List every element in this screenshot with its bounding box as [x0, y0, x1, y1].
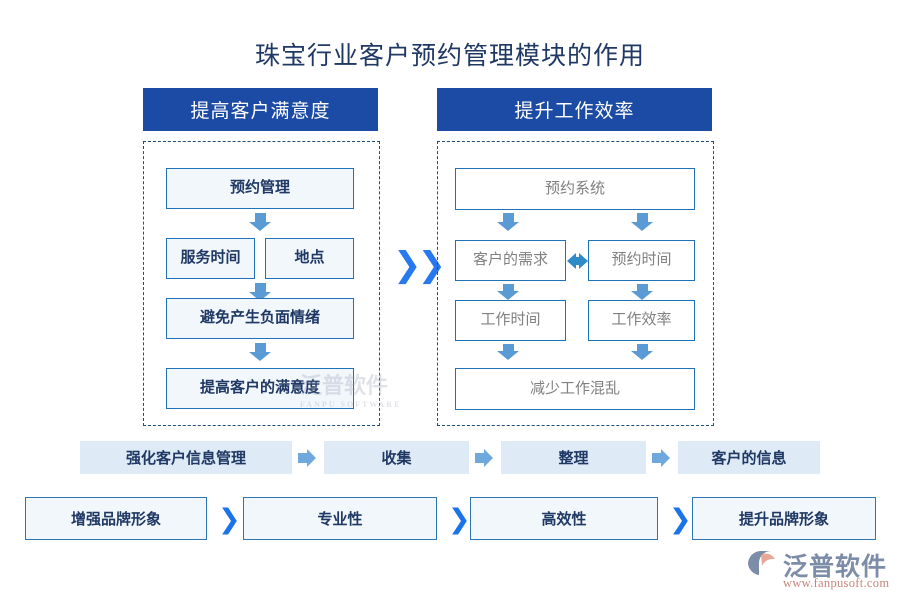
right-arrow-1 — [497, 213, 519, 231]
left-box-satisfaction: 提高客户的满意度 — [166, 368, 354, 409]
center-chevron-icon: ❯❯ — [393, 245, 446, 285]
left-arrow-1 — [249, 213, 271, 231]
band2-chevron-0: ❯ — [218, 504, 241, 535]
band1-arrow-1 — [475, 449, 493, 467]
band1-item-1: 收集 — [324, 441, 469, 474]
bidirectional-arrow-icon — [567, 253, 588, 269]
left-arrow-2 — [249, 283, 271, 301]
band1-arrow-2 — [652, 449, 670, 467]
left-arrow-3 — [249, 343, 271, 361]
right-box-top: 预约系统 — [455, 168, 695, 210]
band2-item-0: 增强品牌形象 — [25, 497, 207, 540]
band1-item-3: 客户的信息 — [678, 441, 820, 474]
logo-mark-icon — [745, 549, 779, 579]
column-header-left: 提高客户满意度 — [143, 88, 378, 131]
left-box-top: 预约管理 — [166, 168, 354, 209]
right-arrow-5 — [497, 344, 519, 360]
panel-right — [437, 141, 714, 426]
band1-item-0: 强化客户信息管理 — [80, 441, 292, 474]
logo-name: 泛普软件 — [783, 554, 888, 581]
band2-item-2: 高效性 — [470, 497, 658, 540]
band2-item-1: 专业性 — [243, 497, 437, 540]
page-title: 珠宝行业客户预约管理模块的作用 — [254, 43, 645, 70]
column-header-right: 提升工作效率 — [437, 88, 712, 131]
right-arrow-3 — [497, 284, 519, 300]
brand-logo: 泛普软件 www.fanpusoft.com — [745, 547, 893, 593]
right-arrow-6 — [631, 344, 653, 360]
band2-chevron-1: ❯ — [448, 504, 471, 535]
right-arrow-4 — [631, 284, 653, 300]
band1-arrow-0 — [298, 449, 316, 467]
right-box-work-efficiency: 工作效率 — [588, 300, 695, 341]
left-box-avoid-negative: 避免产生负面情绪 — [166, 298, 354, 339]
right-arrow-2 — [631, 213, 653, 231]
left-box-location: 地点 — [265, 238, 354, 279]
right-box-work-time: 工作时间 — [455, 300, 566, 341]
band1-item-2: 整理 — [501, 441, 646, 474]
right-box-booking-time: 预约时间 — [588, 240, 695, 281]
band2-item-3: 提升品牌形象 — [692, 497, 876, 540]
panel-left — [143, 141, 380, 426]
band2-chevron-2: ❯ — [669, 504, 692, 535]
right-box-customer-needs: 客户的需求 — [455, 240, 566, 281]
right-box-reduce-chaos: 减少工作混乱 — [455, 368, 695, 410]
left-box-service-time: 服务时间 — [166, 238, 255, 279]
logo-url: www.fanpusoft.com — [783, 576, 890, 590]
